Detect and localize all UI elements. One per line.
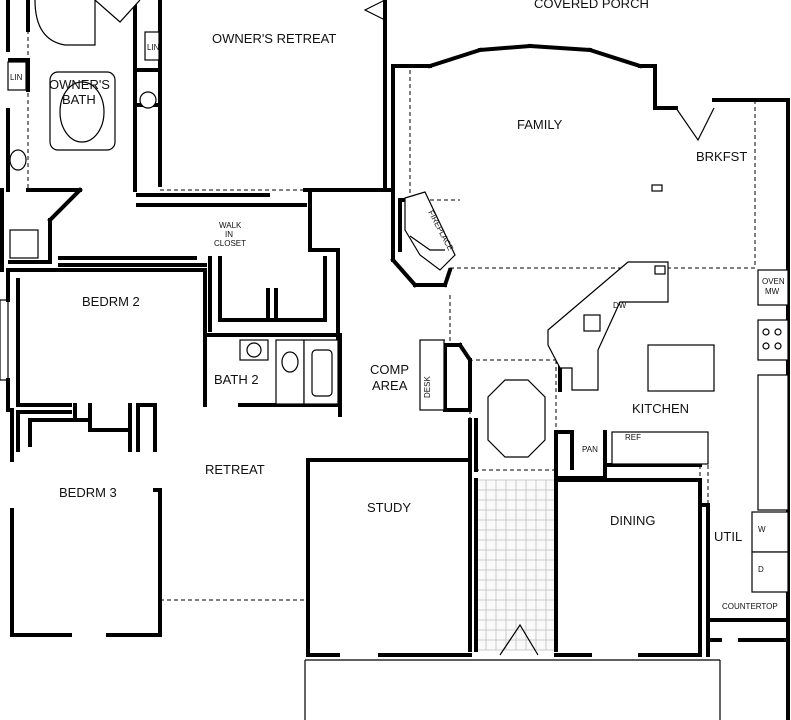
label-countertop: COUNTERTOP [722, 602, 778, 611]
dashed-lines [27, 30, 756, 601]
label-oven-2: MW [765, 287, 780, 296]
label-comp-area-2: AREA [372, 378, 408, 393]
label-oven-1: OVEN [762, 277, 785, 286]
label-owners-bath-1: OWNER'S [49, 77, 110, 92]
label-lin-1: LIN [10, 73, 23, 82]
label-kitchen: KITCHEN [632, 401, 689, 416]
label-bedrm-3: BEDRM 3 [59, 485, 117, 500]
label-util: UTIL [714, 529, 742, 544]
label-study: STUDY [367, 500, 411, 515]
label-dryer: D [758, 565, 764, 574]
label-family: FAMILY [517, 117, 563, 132]
label-brkfst: BRKFST [696, 149, 747, 164]
label-owners-bath-2: BATH [62, 92, 96, 107]
label-walk-in-closet-3: CLOSET [214, 239, 246, 248]
label-dw: DW [613, 301, 627, 310]
label-lin-2: LIN [147, 43, 160, 52]
label-desk: DESK [423, 376, 432, 398]
fixture-labels: FIREPLACE LIN LIN DESK DW OVEN MW PAN RE… [10, 43, 785, 611]
label-bath-2: BATH 2 [214, 372, 259, 387]
label-covered-porch: COVERED PORCH [534, 0, 649, 11]
label-comp-area-1: COMP [370, 362, 409, 377]
room-labels: COVERED PORCH OWNER'S RETREAT OWNER'S BA… [49, 0, 747, 544]
label-pan: PAN [582, 445, 598, 454]
label-ref: REF [625, 433, 641, 442]
label-dining: DINING [610, 513, 656, 528]
label-retreat: RETREAT [205, 462, 265, 477]
label-bedrm-2: BEDRM 2 [82, 294, 140, 309]
entry-tile-floor [475, 479, 557, 651]
label-walk-in-closet-2: IN [225, 230, 233, 239]
label-washer: W [758, 525, 766, 534]
label-walk-in-closet-1: WALK [219, 221, 242, 230]
label-owners-retreat: OWNER'S RETREAT [212, 31, 336, 46]
